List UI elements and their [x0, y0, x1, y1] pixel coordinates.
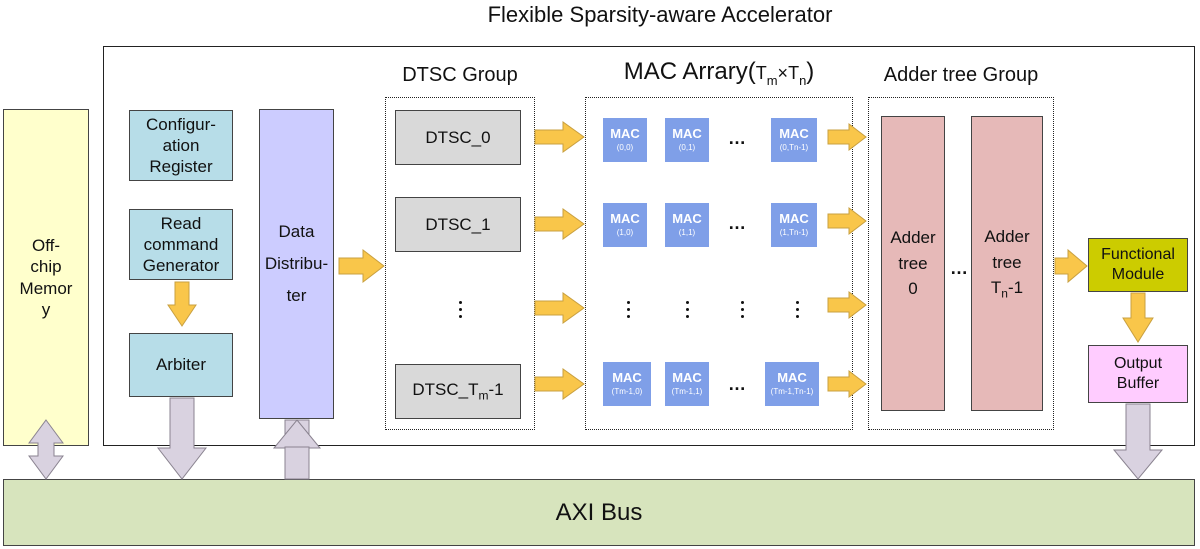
- dtsc-group-frame: [385, 97, 535, 430]
- arrow-up-icon: [272, 419, 322, 449]
- mac-column-ellipsis: [741, 301, 744, 318]
- dtsc-1: DTSC_1: [395, 197, 521, 252]
- output-buffer: Output Buffer: [1088, 345, 1188, 403]
- arbiter-label: Arbiter: [155, 355, 207, 375]
- mac-array-frame: [585, 97, 853, 430]
- arrow-up-shaft: [284, 446, 310, 480]
- mac-column-ellipsis: [686, 301, 689, 318]
- distributer-label-1: Data: [278, 221, 315, 241]
- mac-cell: MAC(0,Tn-1): [771, 118, 817, 162]
- mac-cell: MAC(0,0): [603, 118, 647, 162]
- dtsc-group-title: DTSC Group: [402, 64, 518, 86]
- arrow-down-icon: [167, 281, 197, 327]
- arrow-right-icon: [1054, 248, 1088, 284]
- dtsc-vertical-ellipsis: [459, 301, 462, 318]
- adder-ellipsis: …: [950, 258, 969, 278]
- mac-cell: MAC(Tm-1,1): [665, 362, 709, 406]
- double-arrow-icon: [28, 419, 64, 480]
- off-chip-label-1: Off-: [31, 236, 61, 255]
- config-label-1: Configur-: [146, 114, 216, 134]
- mac-array-title: MAC Arrary(Tm×Tn): [623, 58, 815, 88]
- arrow-right-icon: [534, 121, 585, 153]
- dtsc-tm-label: DTSC_T: [412, 380, 479, 400]
- adder-tree-0: Adder tree 0: [881, 116, 945, 411]
- read-cmd-label-2: command: [143, 234, 219, 254]
- dtsc-tm-sub: m: [478, 388, 489, 403]
- diagram-title: Flexible Sparsity-aware Accelerator: [487, 2, 833, 27]
- dtsc-tm-1: DTSC_Tm-1: [395, 364, 521, 419]
- off-chip-label-3: Memor: [19, 278, 73, 298]
- arrow-right-icon: [827, 122, 867, 152]
- off-chip-label-2: chip: [30, 257, 62, 277]
- mac-cell: MAC(Tm-1,Tn-1): [765, 362, 819, 406]
- arrow-right-icon: [827, 206, 867, 236]
- config-label-3: Register: [149, 157, 213, 177]
- mac-row-ellipsis: …: [728, 213, 747, 233]
- mac-cell: MAC(Tm-1,0): [603, 362, 651, 406]
- mac-cell: MAC(1,Tn-1): [771, 203, 817, 247]
- arrow-right-icon: [827, 290, 867, 320]
- dtsc-0: DTSC_0: [395, 110, 521, 165]
- mac-column-ellipsis: [796, 301, 799, 318]
- arrow-right-icon: [534, 368, 585, 400]
- arrow-right-icon: [534, 208, 585, 240]
- distributer-label-3: ter: [286, 286, 307, 306]
- read-command-generator: Read command Generator: [129, 209, 233, 280]
- mac-cell: MAC(1,1): [665, 203, 709, 247]
- read-cmd-label-3: Generator: [142, 256, 220, 276]
- arrow-down-icon: [1122, 292, 1154, 343]
- configuration-register: Configur- ation Register: [129, 110, 233, 181]
- dtsc-1-label: DTSC_1: [425, 214, 491, 234]
- mac-cell: MAC(1,0): [603, 203, 647, 247]
- axi-bus-label: AXI Bus: [555, 498, 643, 526]
- mac-column-ellipsis: [627, 301, 630, 318]
- config-label-2: ation: [162, 135, 200, 155]
- arrow-right-icon: [827, 369, 867, 399]
- mac-row-ellipsis: …: [728, 374, 747, 394]
- adder-group-title: Adder tree Group: [883, 64, 1039, 86]
- off-chip-memory: Off- chip Memor y: [3, 109, 89, 446]
- arrow-down-icon: [156, 397, 208, 480]
- read-cmd-label-1: Read: [160, 213, 202, 233]
- axi-bus: AXI Bus: [3, 479, 1195, 546]
- arrow-right-icon: [338, 248, 385, 284]
- adder-tree-tn-1: Adder tree Tn-1: [971, 116, 1043, 411]
- distributer-label-2: Distribu-: [264, 253, 329, 273]
- mac-cell: MAC(0,1): [665, 118, 709, 162]
- functional-module: Functional Module: [1088, 238, 1188, 292]
- accelerator-frame: [103, 46, 1195, 446]
- off-chip-label-4: y: [41, 299, 51, 319]
- arrow-right-icon: [534, 292, 585, 324]
- arbiter: Arbiter: [129, 333, 233, 397]
- mac-row-ellipsis: …: [728, 128, 747, 148]
- dtsc-0-label: DTSC_0: [425, 127, 491, 147]
- adder-group-frame: [868, 97, 1054, 430]
- dtsc-tm-suffix: -1: [488, 380, 504, 400]
- arrow-down-icon: [1112, 403, 1164, 480]
- data-distributer: Data Distribu- ter: [259, 109, 334, 419]
